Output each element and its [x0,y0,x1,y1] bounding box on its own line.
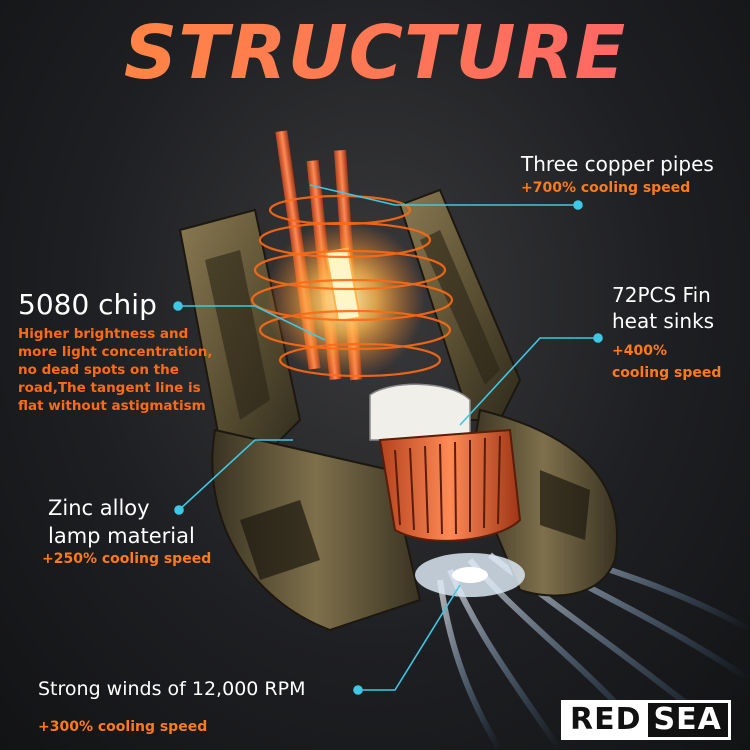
heat-sink-fins [369,383,522,542]
fan [415,553,525,597]
chip-desc-line: more light concentration, [18,344,213,360]
callout-winds-label: Strong winds of 12,000 RPM [38,678,306,700]
callout-zinc-sub: +250% cooling speed [42,551,212,567]
chip-desc-line: Higher brightness and [18,326,189,342]
callout-winds-sub: +300% cooling speed [38,719,208,735]
brand-logo: RED SEA [561,700,731,740]
callout-zinc-label: Zinc alloy lamp material [48,494,195,550]
callout-fin-label: 72PCS Fin heat sinks [612,282,714,334]
fin-sub-line: +400% [612,343,667,359]
chip-desc-line: no dead spots on the [18,362,179,378]
fin-label-line: 72PCS Fin [612,283,711,307]
chip-desc-line: road,The tangent line is [18,380,201,396]
zinc-label-line: lamp material [48,524,195,548]
callout-chip-label: 5080 chip [18,288,157,321]
callout-chip-description: Higher brightness and more light concent… [18,325,218,415]
logo-part-sea: SEA [647,703,728,737]
callout-fin-sub: +400% cooling speed [612,340,721,384]
page-title: STRUCTURE [0,16,750,90]
fin-sub-line: cooling speed [612,365,722,381]
zinc-alloy-housing-left [178,208,422,632]
fin-label-line: heat sinks [612,309,715,333]
callout-copper-pipes-label: Three copper pipes [521,152,714,176]
callout-lines [173,184,603,695]
heat-swirl [250,194,454,378]
zinc-label-line: Zinc alloy [48,496,150,520]
logo-part-red: RED [564,703,648,737]
callout-copper-pipes-sub: +700% cooling speed [521,180,691,196]
chip-desc-line: flat without astigmatism [18,398,206,414]
